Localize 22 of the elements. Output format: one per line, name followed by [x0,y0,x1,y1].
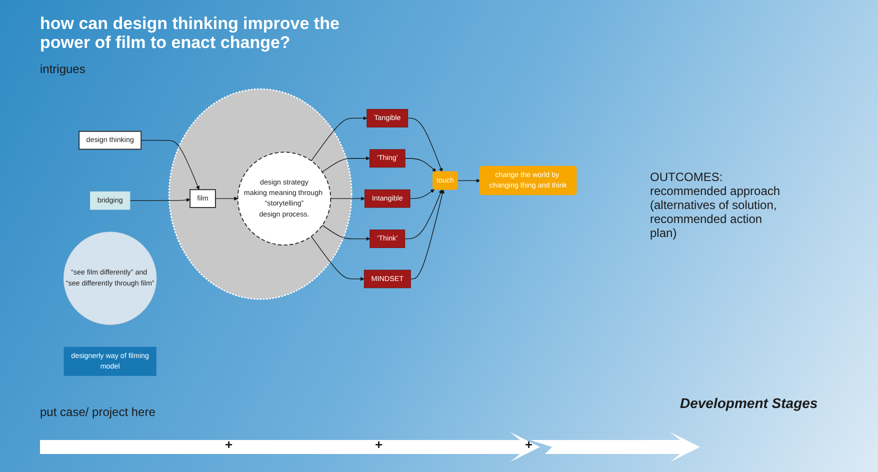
outcomes-text: OUTCOMES: recommended approach (alternatives of solution, recommended action plan) [650,170,782,240]
arrow [140,140,200,190]
arrow [457,178,480,183]
arrow [404,158,436,172]
arrow [330,196,365,201]
annotation-text: intrigues [40,62,86,76]
arrow [408,118,443,172]
plus-mark: + [525,437,533,452]
arrow [215,196,238,201]
arrow [410,189,434,199]
arrow [410,189,444,280]
arrow [322,156,370,172]
plus-mark: + [375,437,383,452]
arrow [130,198,190,202]
arrow [310,236,364,281]
arrow [322,224,370,241]
plus-mark: + [225,437,233,452]
note-text: put case/ project here [40,405,156,419]
title-question: how can design thinking improve the power of film to enact change? [40,14,340,52]
stage-caption: Development Stages [680,395,818,411]
arrow [310,116,368,162]
arrow [404,189,442,240]
